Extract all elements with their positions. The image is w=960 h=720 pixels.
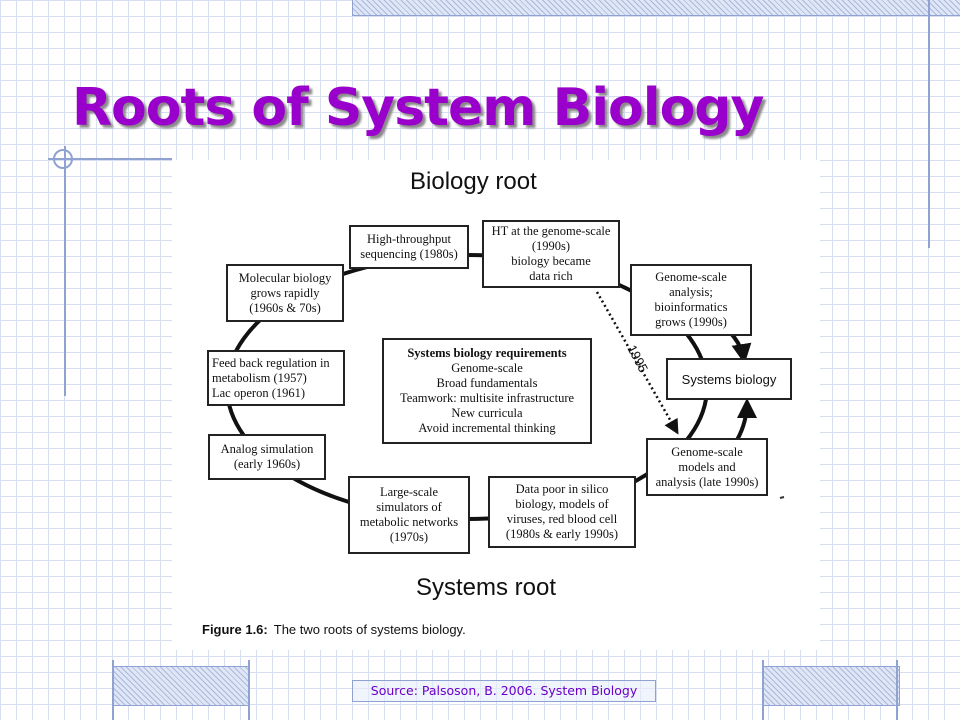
box-requirements: Systems biology requirements Genome-scal… bbox=[382, 338, 592, 444]
dotted-1995-arrow bbox=[595, 291, 679, 435]
arrow-year-label: 1995 bbox=[624, 342, 651, 375]
box-feedback-regulation: Feed back regulation in metabolism (1957… bbox=[207, 350, 345, 406]
box-genome-scale-models: Genome-scale models and analysis (late 1… bbox=[646, 438, 768, 496]
bottom-left-decorative-bar bbox=[112, 666, 250, 706]
caption-text: The two roots of systems biology. bbox=[273, 622, 466, 637]
left-decorative-line bbox=[64, 146, 66, 396]
slide-title: Roots of System Biology bbox=[72, 78, 764, 138]
corner-circle-decoration bbox=[53, 149, 73, 169]
right-decorative-line bbox=[928, 0, 930, 248]
top-decorative-bar bbox=[352, 0, 960, 16]
box-genome-scale-analysis: Genome-scale analysis; bioinformatics gr… bbox=[630, 264, 752, 336]
biology-root-label: Biology root bbox=[410, 168, 537, 195]
box-ht-genome-scale: HT at the genome-scale (1990s) biology b… bbox=[482, 220, 620, 288]
box-data-poor: Data poor in silico biology, models of v… bbox=[488, 476, 636, 548]
bottom-right-decorative-bar bbox=[762, 666, 900, 706]
box-molecular-biology: Molecular biology grows rapidly (1960s &… bbox=[226, 264, 344, 322]
diagram-figure: 1995 Biology root High-throughput sequen… bbox=[172, 160, 820, 650]
title-underline bbox=[48, 158, 172, 160]
bottom-tick-2 bbox=[248, 660, 250, 720]
box-systems-biology: Systems biology bbox=[666, 358, 792, 400]
bottom-tick-1 bbox=[112, 660, 114, 720]
source-citation: Source: Palsoson, B. 2006. System Biolog… bbox=[352, 680, 656, 702]
figure-caption: Figure 1.6: The two roots of systems biol… bbox=[202, 622, 466, 637]
box-large-scale-simulators: Large-scale simulators of metabolic netw… bbox=[348, 476, 470, 554]
bottom-tick-4 bbox=[896, 660, 898, 720]
systems-root-label: Systems root bbox=[416, 574, 557, 601]
box-analog-simulation: Analog simulation (early 1960s) bbox=[208, 434, 326, 480]
bottom-tick-3 bbox=[762, 660, 764, 720]
box-high-throughput-sequencing: High-throughput sequencing (1980s) bbox=[349, 225, 469, 269]
stray-tick-mark bbox=[779, 496, 785, 499]
arrow-lower-to-systems-biology bbox=[735, 398, 757, 441]
caption-label: Figure 1.6: bbox=[202, 622, 268, 637]
